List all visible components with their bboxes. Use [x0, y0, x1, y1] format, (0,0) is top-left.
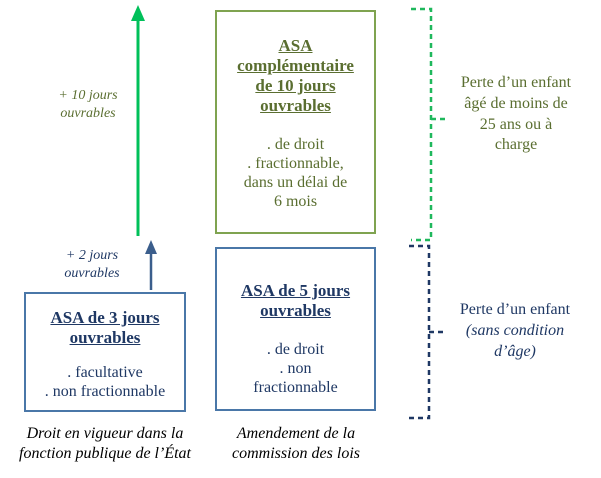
blue-mid-title-line-1: ASA de 5 jours [240, 281, 351, 300]
green-note-line-2: âgé de moins de [464, 94, 568, 112]
green-box-title-line-1: ASA [278, 36, 313, 55]
navy-up-arrow-icon [145, 240, 157, 290]
blue-left-body-line-2: . non fractionnable [44, 382, 166, 400]
blue-mid-title-line-2: ouvrables [260, 301, 331, 321]
green-box-body: . de droit . fractionnable, dans un déla… [217, 136, 374, 212]
green-box-title: ASA complémentaire de 10 jours ouvrables [217, 36, 374, 116]
asa-5-jours-box: ASA de 5 jours ouvrables . de droit . no… [215, 247, 376, 411]
blue-note-line-1: Perte d’un enfant [459, 301, 571, 318]
blue-note-line-3: d’âge) [494, 342, 536, 360]
green-note-line-4: charge [494, 136, 538, 154]
caption-droit-en-vigueur: Droit en vigueur dans la fonction publiq… [6, 424, 204, 465]
plus-10-jours-line-1: + 10 jours [58, 88, 118, 103]
caption-mid-line-1: Amendement de la [236, 425, 356, 442]
plus-10-jours-label: + 10 jours ouvrables [28, 87, 148, 122]
asa-3-jours-box: ASA de 3 jours ouvrables . facultative .… [24, 292, 186, 412]
blue-mid-body-line-1: . de droit [266, 341, 325, 359]
blue-left-title-line-2: ouvrables [69, 328, 141, 348]
caption-left-line-1: Droit en vigueur dans la [26, 425, 184, 442]
plus-10-jours-line-2: ouvrables [60, 105, 116, 121]
green-note-line-1: Perte d’un enfant [460, 74, 572, 91]
green-box-body-line-4: 6 mois [273, 192, 318, 210]
blue-left-title-line-1: ASA de 3 jours [50, 308, 160, 327]
green-box-body-line-1: . de droit [266, 136, 325, 154]
plus-2-jours-line-2: ouvrables [64, 265, 120, 281]
green-note-line-3: 25 ans ou à [479, 115, 553, 133]
caption-mid-line-2: commission des lois [232, 445, 360, 463]
caption-amendement: Amendement de la commission des lois [210, 424, 382, 465]
plus-2-jours-line-1: + 2 jours [65, 248, 119, 263]
blue-mid-title: ASA de 5 jours ouvrables [217, 281, 374, 321]
green-box-title-line-2: complémentaire [237, 56, 354, 76]
blue-mid-body: . de droit . non fractionnable [217, 341, 374, 398]
caption-left-line-2: fonction publique de l’État [19, 445, 191, 463]
green-box-title-line-4: ouvrables [260, 96, 331, 116]
green-box-body-line-3: dans un délai de [243, 173, 348, 191]
green-box-body-line-2: . fractionnable, [247, 155, 344, 173]
blue-left-body-line-1: . facultative [67, 364, 143, 382]
navy-dashed-bracket [409, 244, 431, 420]
blue-side-note: Perte d’un enfant (sans condition d’âge) [438, 300, 592, 362]
asa-complementaire-box: ASA complémentaire de 10 jours ouvrables… [215, 10, 376, 234]
blue-mid-body-line-3: fractionnable [253, 378, 338, 396]
green-box-title-line-3: de 10 jours [255, 76, 336, 96]
green-dashed-bracket [411, 7, 433, 242]
green-side-note: Perte d’un enfant âgé de moins de 25 ans… [440, 73, 592, 156]
blue-left-body: . facultative . non fractionnable [26, 364, 184, 402]
blue-left-title: ASA de 3 jours ouvrables [26, 308, 184, 348]
blue-note-line-2: (sans condition [465, 321, 565, 339]
plus-2-jours-label: + 2 jours ouvrables [40, 247, 144, 282]
blue-mid-body-line-2: . non [279, 359, 312, 377]
